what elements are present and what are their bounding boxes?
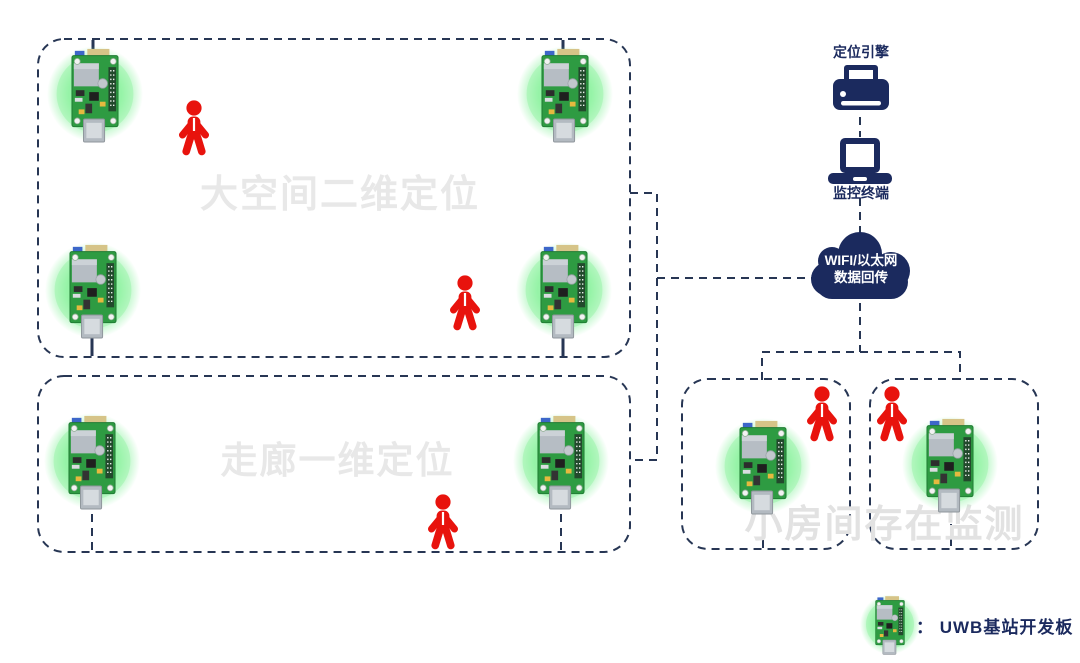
zone-room2-box <box>869 378 1039 550</box>
legend-uwb-board-icon <box>860 592 920 658</box>
person-icon <box>448 275 482 331</box>
person-icon <box>177 100 211 156</box>
connector-branch-rooms <box>761 351 961 380</box>
legend-label: ： UWB基站开发板 <box>916 618 1074 637</box>
uwb-board-icon <box>517 42 613 148</box>
uwb-board-icon <box>45 238 141 344</box>
uwb-board-icon <box>902 412 998 518</box>
cloud-label-line2: 数据回传 <box>834 270 888 285</box>
uwb-board-icon <box>516 238 612 344</box>
uwb-board-icon <box>44 409 140 515</box>
laptop-icon <box>828 138 892 188</box>
cloud-label: WIFI/以太网 数据回传 <box>806 252 916 286</box>
person-icon <box>875 386 909 442</box>
uwb-board-icon <box>715 414 811 520</box>
zone-large-area-box <box>37 38 631 358</box>
zone-small-rooms-label: 小房间存在监测 <box>744 504 1025 546</box>
cloud-label-line1: WIFI/以太网 <box>824 253 898 268</box>
person-icon <box>805 386 839 442</box>
terminal-label: 监控终端 <box>833 185 889 201</box>
zone-corridor-label: 走廊一维定位 <box>220 440 455 481</box>
uwb-board-icon <box>47 42 143 148</box>
person-icon <box>426 494 460 550</box>
uwb-board-icon <box>513 409 609 515</box>
zone-corridor-box <box>37 375 631 553</box>
connector-zones-trunk <box>630 192 658 461</box>
zone-large-area-label: 大空间二维定位 <box>199 174 480 216</box>
zone-room1-box <box>681 378 851 550</box>
printer-icon <box>831 64 891 116</box>
engine-label: 定位引擎 <box>833 44 889 60</box>
